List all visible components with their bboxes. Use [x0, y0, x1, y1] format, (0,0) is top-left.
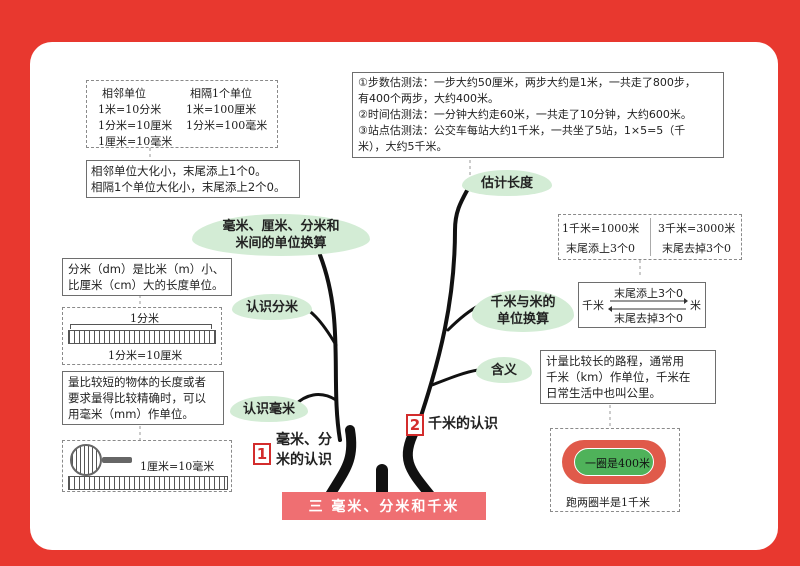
dm-ruler-bottom-label: 1分米=10厘米: [108, 349, 183, 362]
branch-km-m-line1: 千米与米的: [490, 295, 556, 310]
branch-unit-conversion-line1: 毫米、厘米、分米和: [222, 219, 340, 234]
magnifier-icon: [70, 444, 102, 476]
dm-ruler: [68, 330, 216, 344]
dm-line-2: 比厘米（cm）大的长度单位。: [68, 278, 224, 292]
mm-line-2: 要求量得比较精确时，可以: [68, 391, 206, 405]
mm-ruler: [68, 476, 228, 490]
rule-line-2: 相隔1个单位大化小，末尾添上2个0。: [91, 180, 286, 194]
meaning-line-1: 计量比较长的路程，通常用: [546, 354, 684, 368]
track-field: [574, 448, 654, 476]
branch-meaning: 含义: [476, 357, 532, 383]
part2-label: 千米的认识: [428, 416, 498, 432]
km-example-1: 1千米=1000米: [562, 222, 640, 235]
magnifier-handle: [102, 457, 132, 463]
track-label: 一圈是400米: [585, 457, 650, 470]
unit-table-col1-header: 相邻单位: [102, 87, 146, 100]
unit-table-col1-row3: 1厘米=10毫米: [98, 135, 173, 148]
km-arrow-top-label: 末尾添上3个0: [614, 287, 683, 300]
branch-estimate-length: 估计长度: [462, 170, 552, 196]
part2-number: 2: [406, 414, 424, 436]
estimate-box: ①步数估测法：一步大约50厘米，两步大约是1米，一共走了800步， 有400个两…: [352, 72, 724, 158]
chapter-title: 三 毫米、分米和千米: [282, 492, 486, 520]
part1-number: 1: [253, 443, 271, 465]
km-arrow-box: [578, 282, 706, 328]
meaning-box: 计量比较长的路程，通常用 千米（km）作单位，千米在 日常生活中也叫公里。: [540, 350, 716, 404]
branch-know-decimeter: 认识分米: [232, 294, 312, 320]
rule-line-1: 相邻单位大化小，末尾添上1个0。: [91, 164, 267, 178]
part1-label: 毫米、分 米的认识: [276, 430, 332, 470]
branch-unit-conversion-line2: 米间的单位换算: [235, 236, 327, 251]
estimate-line-2: 有400个两步，大约400米。: [358, 92, 499, 105]
km-example-2: 3千米=3000米: [658, 222, 736, 235]
rule-box: 相邻单位大化小，末尾添上1个0。 相隔1个单位大化小，末尾添上2个0。: [86, 160, 300, 198]
mm-line-3: 用毫米（mm）作单位。: [68, 407, 194, 421]
km-example-2-note: 末尾去掉3个0: [662, 242, 731, 255]
km-arrow-left-label: 千米: [582, 299, 604, 312]
track-caption: 跑两圈半是1千米: [566, 496, 650, 509]
km-arrow-right-label: 米: [690, 299, 701, 312]
estimate-line-5: 米），大约5千米。: [358, 140, 448, 153]
branch-unit-conversion: 毫米、厘米、分米和米间的单位换算: [192, 214, 370, 256]
estimate-line-4: ③站点估测法：公交车每站大约1千米，一共坐了5站，1×5=5（千: [358, 124, 686, 137]
unit-table-col2-row2: 1分米=100毫米: [186, 119, 268, 132]
unit-table-col2-header: 相隔1个单位: [190, 87, 252, 100]
meaning-line-2: 千米（km）作单位，千米在: [546, 370, 691, 384]
km-arrows-icon: [608, 298, 688, 312]
dm-ruler-bracket: [70, 324, 212, 329]
dm-definition-box: 分米（dm）是比米（m）小、 比厘米（cm）大的长度单位。: [62, 258, 232, 296]
km-divider: [650, 218, 651, 256]
branch-km-m-line2: 单位换算: [496, 312, 549, 327]
unit-table-col2-row1: 1米=100厘米: [186, 103, 257, 116]
unit-table-col1-row2: 1分米=10厘米: [98, 119, 173, 132]
km-example-1-note: 末尾添上3个0: [566, 242, 635, 255]
unit-table: [86, 80, 278, 148]
meaning-line-3: 日常生活中也叫公里。: [546, 386, 661, 400]
dm-line-1: 分米（dm）是比米（m）小、: [68, 262, 225, 276]
branch-know-millimeter: 认识毫米: [230, 396, 308, 422]
mm-definition-box: 量比较短的物体的长度或者 要求量得比较精确时，可以 用毫米（mm）作单位。: [62, 371, 224, 425]
part1-label-line2: 米的认识: [276, 452, 332, 468]
mm-ruler-label: 1厘米=10毫米: [140, 460, 215, 473]
estimate-line-1: ①步数估测法：一步大约50厘米，两步大约是1米，一共走了800步，: [358, 76, 696, 89]
km-arrow-bottom-label: 末尾去掉3个0: [614, 312, 683, 325]
estimate-line-3: ②时间估测法：一分钟大约走60米，一共走了10分钟，大约600米。: [358, 108, 692, 121]
part1-label-line1: 毫米、分: [276, 432, 332, 448]
mm-line-1: 量比较短的物体的长度或者: [68, 375, 206, 389]
branch-km-m-conversion: 千米与米的单位换算: [472, 290, 574, 332]
unit-table-col1-row1: 1米=10分米: [98, 103, 162, 116]
dm-ruler-top-label: 1分米: [130, 312, 159, 325]
